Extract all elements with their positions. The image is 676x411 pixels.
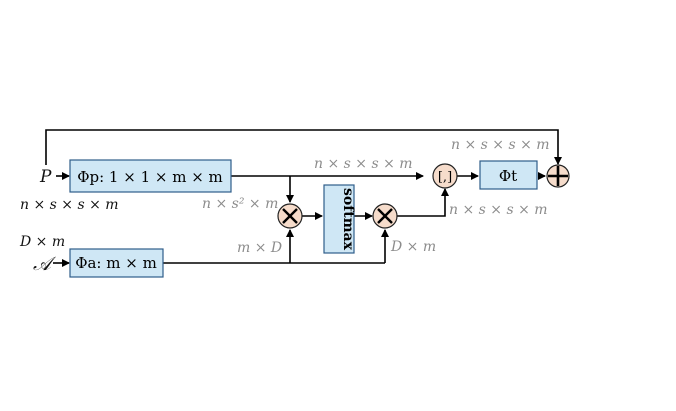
phip-out-shape-label: n × s × s × m xyxy=(314,156,413,172)
softmax-label: softmax xyxy=(340,188,356,251)
weighted-out-shape-label: D × m xyxy=(390,239,436,255)
phi-t-box xyxy=(479,160,538,190)
sum-node xyxy=(546,164,570,188)
phi-a-box xyxy=(69,248,164,278)
phi-a-label: Φa: m × m xyxy=(75,254,157,272)
attn-in-shape-label: n × s² × m xyxy=(202,196,278,212)
a-input-shape: D × m xyxy=(19,234,65,250)
a-input-symbol: 𝒜 xyxy=(33,253,57,275)
p-input-symbol: P xyxy=(39,167,52,187)
softmax-box xyxy=(323,184,355,254)
phi-t-label: Φt xyxy=(499,167,517,185)
phi-p-box xyxy=(69,159,232,193)
skip-connection-wire xyxy=(45,129,562,165)
multiply-node-2 xyxy=(372,203,398,229)
phi-p-label: Φp: 1 × 1 × m × m xyxy=(77,168,223,186)
concat-in-shape-label: n × s × s × m xyxy=(449,202,548,218)
p-input-shape: n × s × s × m xyxy=(20,197,119,213)
mult2-to-concat-wire xyxy=(397,188,449,217)
concat-node: [,] xyxy=(432,163,458,189)
multiply-node-1 xyxy=(277,203,303,229)
phia-out-shape-label: m × D xyxy=(237,240,282,256)
skip-shape-label: n × s × s × m xyxy=(451,137,550,153)
concat-label: [,] xyxy=(438,170,452,185)
